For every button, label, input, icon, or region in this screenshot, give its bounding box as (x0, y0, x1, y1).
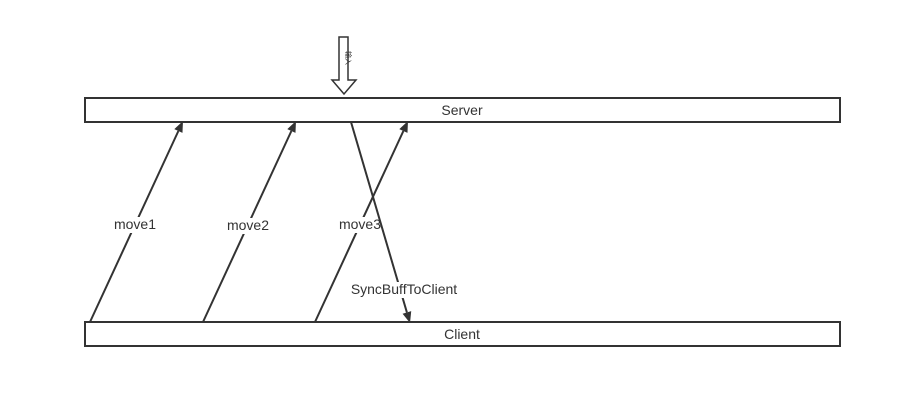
client-lane: Client (84, 321, 841, 347)
server-lane: Server (84, 97, 841, 123)
message-label-bg-move2 (227, 218, 269, 234)
message-label-move1: move1 (114, 216, 156, 232)
server-label: Server (441, 102, 483, 118)
message-label-move3: move3 (339, 216, 381, 232)
message-label-bg-move1 (114, 217, 156, 233)
message-arrowhead-sync (402, 311, 412, 323)
client-box (84, 321, 841, 347)
message-move2: move2 (202, 121, 296, 323)
input-arrow-shape (330, 36, 358, 96)
input-arrow: 输入 (330, 36, 358, 96)
client-label: Client (444, 326, 480, 342)
message-label-bg-move3 (339, 217, 381, 233)
message-arrowhead-move2 (287, 121, 296, 133)
message-move3: move3 (314, 121, 408, 323)
server-box (84, 97, 841, 123)
message-arrowhead-move3 (399, 121, 408, 133)
message-move1: move1 (89, 121, 183, 323)
input-arrow-text: 输入 (344, 51, 353, 65)
message-label-bg-sync (341, 282, 467, 298)
message-label-move2: move2 (227, 217, 269, 233)
message-line-sync (350, 121, 408, 313)
message-sync: SyncBuffToClient (341, 121, 467, 323)
message-label-sync: SyncBuffToClient (351, 281, 457, 297)
message-arrowhead-move1 (174, 121, 183, 133)
